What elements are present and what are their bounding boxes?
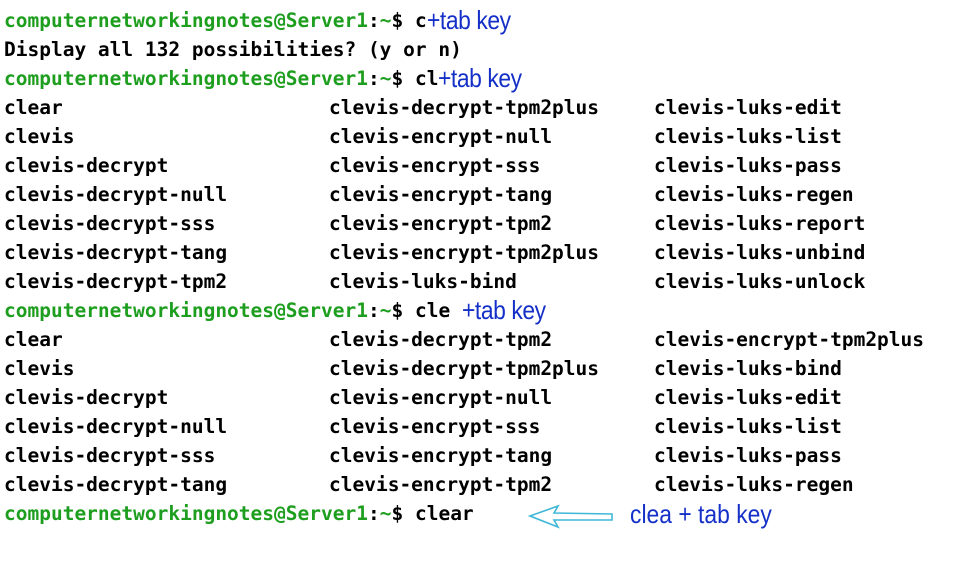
typed-command: cl: [414, 67, 439, 90]
completion-item: clevis-luks-bind: [329, 270, 517, 293]
completion-item: clevis-luks-edit: [654, 96, 842, 119]
prompt-at: @: [274, 67, 286, 90]
prompt-user: computernetworkingnotes: [4, 502, 275, 525]
completion-item: clevis-decrypt-sss: [4, 212, 216, 235]
completion-item: clevis-encrypt-sss: [329, 415, 541, 438]
handwritten-annotation: +tab key: [438, 63, 523, 93]
prompt-symbol: $: [391, 9, 404, 32]
completion-item: clevis-decrypt-sss: [4, 444, 216, 467]
prompt-at: @: [274, 299, 286, 322]
completion-item: clevis-decrypt-tang: [4, 241, 228, 264]
prompt-user: computernetworkingnotes: [4, 67, 275, 90]
completion-item: clevis-luks-report: [654, 212, 866, 235]
typed-command: c: [414, 9, 427, 32]
completion-item: clevis: [4, 125, 75, 148]
prompt-user: computernetworkingnotes: [4, 9, 275, 32]
completion-item: clevis-encrypt-tang: [329, 444, 553, 467]
prompt-sep: :: [367, 9, 380, 32]
completion-row: clevis clevis-decrypt-tpm2plus clevis-luks…: [4, 354, 924, 383]
completion-item: clevis-decrypt-tang: [4, 473, 228, 496]
prompt-path: ~: [379, 502, 392, 525]
prompt-line: computernetworkingnotes@Server1:~$ cle +…: [4, 296, 924, 325]
completion-item: clevis-decrypt: [4, 154, 169, 177]
completion-item: clevis: [4, 357, 75, 380]
completion-row: clevis-decrypt clevis-encrypt-sss clevis-l…: [4, 151, 924, 180]
completion-item: clevis-encrypt-sss: [329, 154, 541, 177]
completion-item: clevis-luks-pass: [654, 444, 842, 467]
prompt-line: computernetworkingnotes@Server1:~$ clear: [4, 499, 924, 528]
prompt-host: Server1: [285, 9, 368, 32]
completion-row: clevis-decrypt-tang clevis-encrypt-tpm2 cl…: [4, 470, 924, 499]
completion-item: clevis-encrypt-tpm2plus: [329, 241, 600, 264]
prompt-host: Server1: [285, 299, 368, 322]
typed-command: clear: [414, 502, 474, 525]
prompt-symbol: $: [391, 67, 404, 90]
prompt-symbol: $: [391, 299, 404, 322]
prompt-path: ~: [379, 299, 392, 322]
completion-item: clevis-luks-pass: [654, 154, 842, 177]
completion-item: clevis-luks-unlock: [654, 270, 866, 293]
completion-row: clear clevis-decrypt-tpm2 clevis-encrypt-t…: [4, 325, 924, 354]
completion-row: clevis-decrypt-null clevis-encrypt-tang cl…: [4, 180, 924, 209]
completion-item: clevis-decrypt-null: [4, 183, 228, 206]
completion-item: clevis-luks-edit: [654, 386, 842, 409]
prompt-path: ~: [379, 67, 392, 90]
prompt-line: computernetworkingnotes@Server1:~$ c+tab…: [4, 6, 924, 35]
terminal-output[interactable]: computernetworkingnotes@Server1:~$ c+tab…: [4, 6, 924, 528]
completion-item: clevis-decrypt-tpm2plus: [329, 357, 600, 380]
completion-row: clevis-decrypt-null clevis-encrypt-sss cle…: [4, 412, 924, 441]
prompt-user: computernetworkingnotes: [4, 299, 275, 322]
prompt-sep: :: [367, 502, 380, 525]
completion-item: clevis-luks-list: [654, 125, 842, 148]
prompt-at: @: [274, 9, 286, 32]
final-annotation: clea + tab key: [630, 499, 772, 529]
completion-row: clevis-decrypt clevis-encrypt-null clevis-…: [4, 383, 924, 412]
typed-command: cle: [414, 299, 462, 322]
prompt-line: computernetworkingnotes@Server1:~$ cl+ta…: [4, 64, 924, 93]
completion-row: clear clevis-decrypt-tpm2plus clevis-luks-…: [4, 93, 924, 122]
completion-item: clevis-decrypt-tpm2: [329, 328, 553, 351]
completion-item: clear: [4, 96, 63, 119]
output-line: Display all 132 possibilities? (y or n): [4, 38, 462, 61]
completion-item: clevis-encrypt-tpm2plus: [654, 328, 925, 351]
handwritten-annotation: +tab key: [461, 295, 546, 325]
left-arrow-icon: [528, 504, 613, 529]
prompt-sep: :: [367, 299, 380, 322]
completion-item: clevis-decrypt-tpm2plus: [329, 96, 600, 119]
prompt-sep: :: [367, 67, 380, 90]
completion-item: clear: [4, 328, 63, 351]
completion-item: clevis-luks-regen: [654, 473, 854, 496]
completion-item: clevis-luks-regen: [654, 183, 854, 206]
completion-row: clevis-decrypt-tang clevis-encrypt-tpm2pl…: [4, 238, 924, 267]
completion-row: clevis-decrypt-sss clevis-encrypt-tpm2 cle…: [4, 209, 924, 238]
prompt-path: ~: [379, 9, 392, 32]
completion-item: clevis-encrypt-null: [329, 386, 553, 409]
completion-item: clevis-decrypt-tpm2: [4, 270, 228, 293]
prompt-host: Server1: [285, 67, 368, 90]
completion-item: clevis-decrypt: [4, 386, 169, 409]
completion-row: clevis-decrypt-tpm2 clevis-luks-bind clevi…: [4, 267, 924, 296]
completion-row: clevis-decrypt-sss clevis-encrypt-tang cle…: [4, 441, 924, 470]
completion-row: clevis clevis-encrypt-null clevis-luks-lis…: [4, 122, 924, 151]
prompt-at: @: [274, 502, 286, 525]
prompt-host: Server1: [285, 502, 368, 525]
completion-item: clevis-encrypt-null: [329, 125, 553, 148]
prompt-symbol: $: [391, 502, 404, 525]
completion-item: clevis-encrypt-tpm2: [329, 473, 553, 496]
completion-item: clevis-decrypt-null: [4, 415, 228, 438]
completion-item: clevis-luks-list: [654, 415, 842, 438]
handwritten-annotation: +tab key: [426, 5, 511, 35]
completion-item: clevis-luks-unbind: [654, 241, 866, 264]
completion-item: clevis-luks-bind: [654, 357, 842, 380]
completion-item: clevis-encrypt-tang: [329, 183, 553, 206]
completion-item: clevis-encrypt-tpm2: [329, 212, 553, 235]
